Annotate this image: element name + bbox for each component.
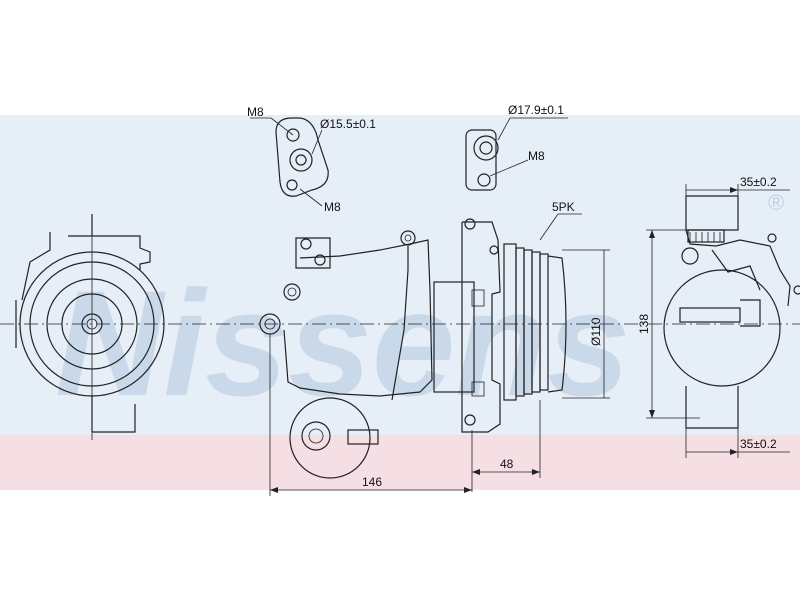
label-bore-right: Ø17.9±0.1 [508,103,564,117]
dimension-offset [471,400,541,492]
watermark-brand: Nissens [55,259,630,427]
suction-flange [250,117,329,207]
label-pulley-diameter: Ø110 [589,317,603,346]
label-bolt-right: M8 [528,149,545,163]
label-belt: 5PK [552,200,575,214]
dimension-depth-bottom [685,428,790,458]
label-depth-top: 35±0.2 [740,175,777,189]
dimension-length [269,334,472,496]
dimension-height [646,229,700,419]
label-height: 138 [637,314,651,334]
label-offset: 48 [500,457,514,471]
dimension-pulley-diameter [562,249,605,399]
label-bolt-left-top: M8 [247,105,264,119]
label-depth-bottom: 35±0.2 [740,437,777,451]
label-bore-left: Ø15.5±0.1 [320,117,376,131]
registered-mark: ® [768,190,784,215]
side-view-compressor [259,213,610,479]
dimension-depth-top [685,184,790,196]
front-view-clutch [15,214,165,440]
watermark-band-pink [0,435,800,490]
watermark-band-blue [0,115,800,435]
label-length: 146 [362,475,382,489]
discharge-flange [465,117,568,191]
label-bolt-left-bottom: M8 [324,200,341,214]
rear-view [663,195,800,429]
